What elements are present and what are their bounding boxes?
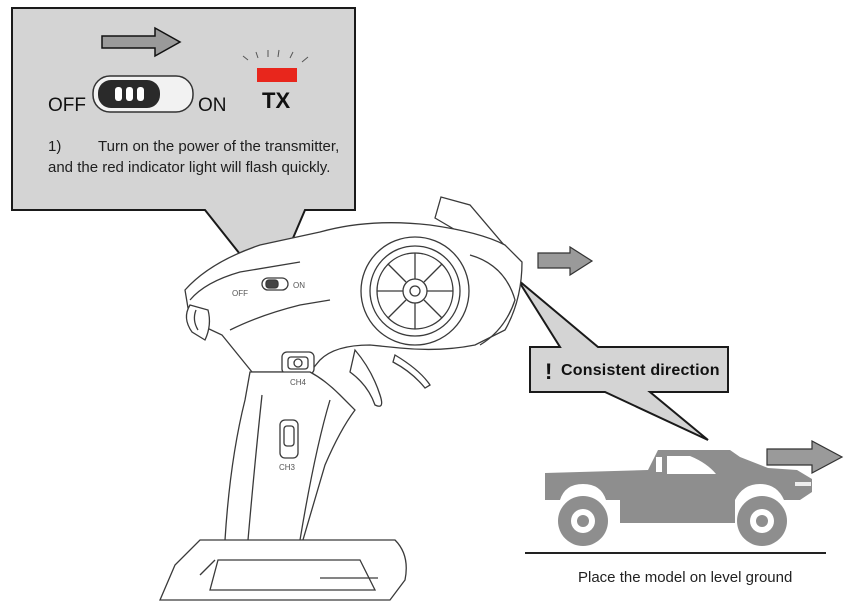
step-text-line2: and the red indicator light will flash q… xyxy=(48,159,331,176)
ground-caption: Place the model on level ground xyxy=(578,569,793,586)
consistent-direction-label: Consistent direction xyxy=(561,362,720,379)
body-switch-off-label: OFF xyxy=(232,289,248,298)
on-label: ON xyxy=(198,95,227,116)
transmitter-illustration xyxy=(159,196,523,601)
tx-label: TX xyxy=(262,88,291,113)
body-switch-on-label: ON xyxy=(293,281,305,290)
power-direction-arrow-icon xyxy=(101,26,182,58)
red-indicator-light-icon xyxy=(242,49,309,82)
off-label: OFF xyxy=(48,95,86,116)
step-text-line1: Turn on the power of the transmitter, xyxy=(98,138,340,155)
power-switch-icon xyxy=(92,75,194,113)
warning-icon: ! xyxy=(545,359,553,384)
step-number: 1) xyxy=(48,138,62,155)
ch4-label: CH4 xyxy=(290,378,307,387)
rc-truck-icon xyxy=(545,450,812,546)
transmitter-direction-arrow-icon xyxy=(537,245,594,277)
ch3-label: CH3 xyxy=(279,463,296,472)
direction-callout-bubble xyxy=(517,279,729,441)
truck-direction-arrow-icon xyxy=(766,440,844,474)
